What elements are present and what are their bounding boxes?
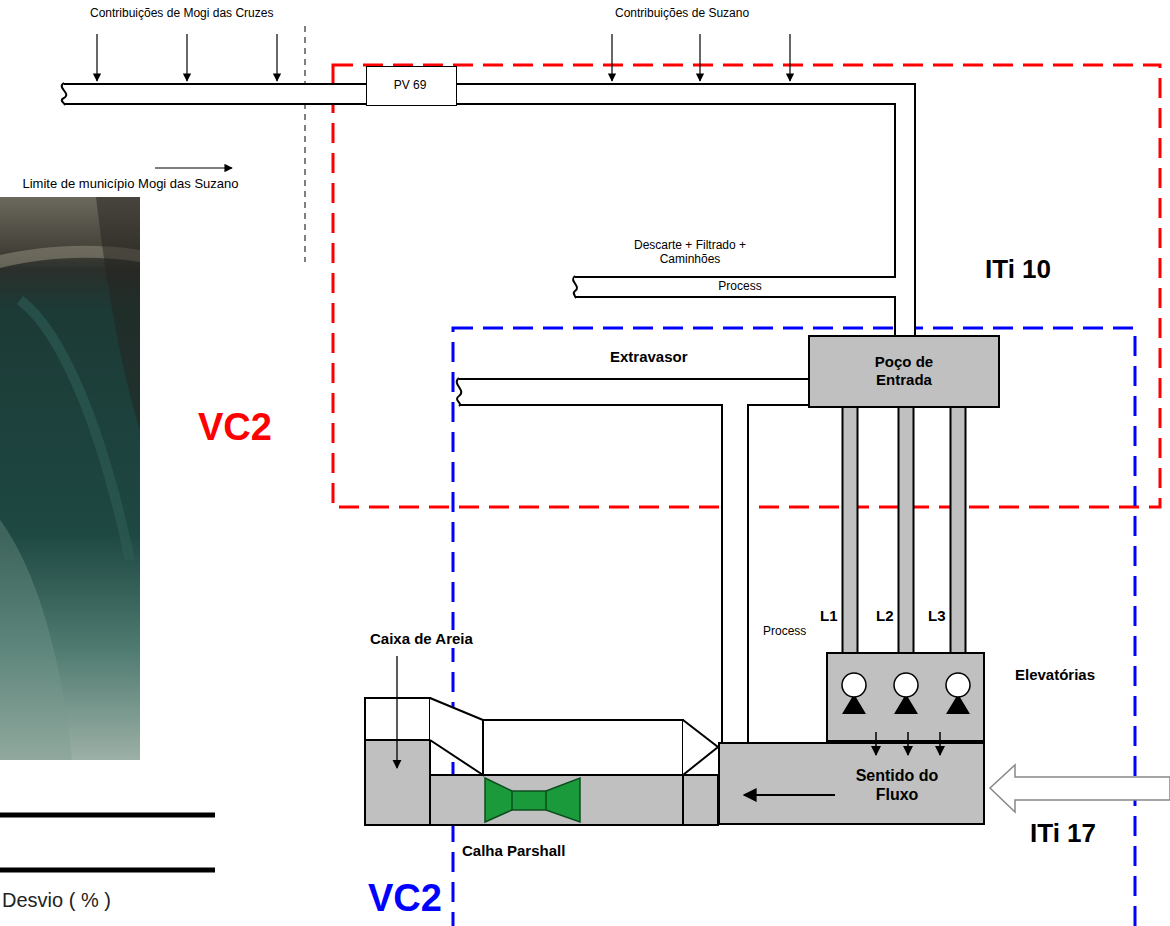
- pump-symbol: [894, 673, 918, 697]
- chart-rules: [0, 815, 215, 870]
- axis-title: Desvio ( % ): [2, 888, 111, 912]
- inflow-note: Contribuições de Mogi das Cruzes: [90, 6, 273, 20]
- pipe-bore: [457, 94, 905, 335]
- pipe-bore: [735, 392, 808, 742]
- pump-station-box: Elevatórias: [826, 652, 985, 742]
- photo-fragment: [0, 197, 140, 760]
- flow-note: Sentido do Fluxo: [842, 766, 952, 804]
- volume-tag: VC2: [368, 876, 442, 922]
- pipe-bores: [457, 94, 958, 742]
- broken-pipe-end: [571, 276, 583, 298]
- pipe-bore: [900, 408, 913, 652]
- pipe-connector: [735, 392, 808, 742]
- line-label: L2: [876, 607, 894, 625]
- inflow-note: Contribuições de Suzano: [615, 6, 749, 20]
- pipe-connector: [457, 94, 905, 335]
- pump-symbol: [842, 673, 866, 697]
- pipe-connector: [894, 287, 905, 335]
- control-volume-outline: [453, 328, 1135, 926]
- zone-tag: ITi 10: [985, 254, 1051, 285]
- broken-pipe-end: [573, 276, 577, 298]
- pipe-walls: [457, 94, 958, 742]
- inflow-hollow-arrow: [990, 765, 1170, 812]
- node-title: Elevatórias: [1015, 666, 1095, 684]
- pipe-connector: [842, 408, 859, 652]
- channel-box: Sentido do Fluxo: [718, 742, 985, 825]
- trunk-sewer: [62, 83, 366, 105]
- pipe-connector: [950, 408, 967, 652]
- municipal-boundary: [305, 26, 306, 262]
- boundary-note: Limite de município Mogi das Suzano: [18, 176, 243, 192]
- overflow-pipe: [457, 378, 723, 406]
- pipe-name: Process: [763, 624, 806, 638]
- pipe-bore: [894, 287, 905, 335]
- pump-symbol: [946, 673, 970, 697]
- discharge-arrow: [939, 732, 941, 755]
- pipe-name: Process: [700, 279, 780, 293]
- pipe-segment: Descarte + Filtrado + CaminhõesProcess: [575, 276, 894, 298]
- pipe-bore: [952, 408, 965, 652]
- pipe-bore: [844, 408, 857, 652]
- manhole-box: PV 69: [366, 66, 457, 106]
- unit-name: Caixa de Areia: [370, 630, 473, 648]
- discharge-arrow: [907, 732, 909, 755]
- pipe-heading: Descarte + Filtrado + Caminhões: [615, 238, 765, 267]
- flow-arrow: [718, 742, 848, 825]
- line-label: L3: [928, 607, 946, 625]
- inlet-well-box: Poço de Entrada: [808, 335, 1000, 408]
- node-title: Poço de Entrada: [854, 353, 954, 389]
- pipe-connector: [898, 408, 915, 652]
- volume-tag: VC2: [198, 405, 272, 451]
- grit-chamber-and-parshall: [365, 656, 718, 825]
- pump-symbols: [826, 652, 985, 742]
- direction-arrow: [155, 167, 232, 168]
- zone-tag: ITi 17: [1030, 818, 1096, 849]
- node-title: PV 69: [367, 78, 453, 92]
- pipe-name: Extravasor: [610, 348, 688, 366]
- line-label: L1: [820, 607, 838, 625]
- flow-arrow: [744, 794, 835, 796]
- unit-name: Calha Parshall: [462, 842, 565, 860]
- discharge-arrow: [875, 732, 877, 755]
